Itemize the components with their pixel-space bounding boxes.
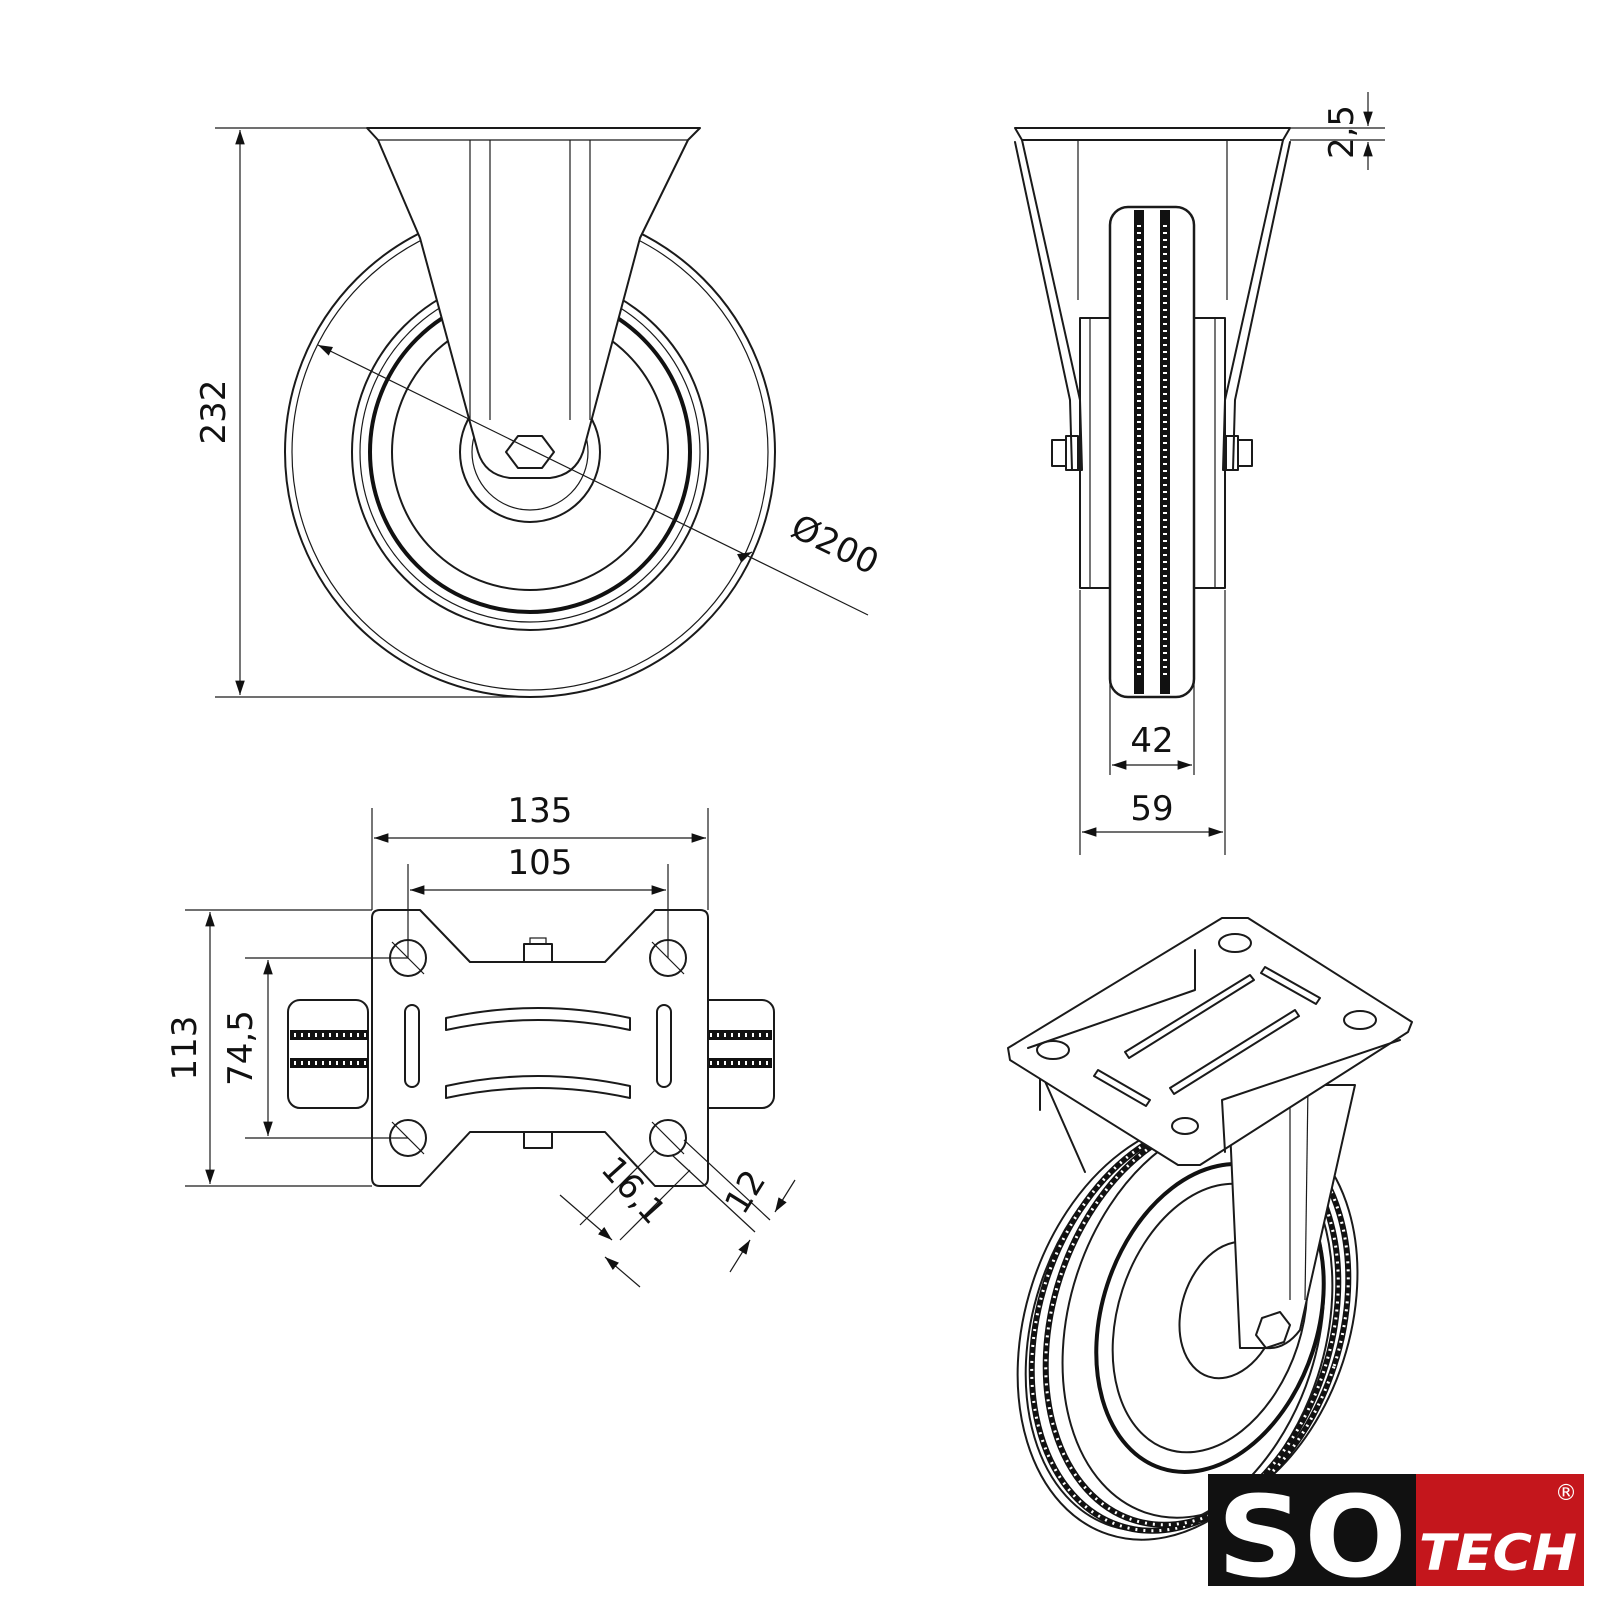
logo-so-text: SO bbox=[1217, 1473, 1407, 1600]
dim-113: 113 bbox=[165, 1016, 205, 1081]
bolt-bottom bbox=[523, 1131, 553, 1149]
axle-nut-left bbox=[1051, 439, 1067, 467]
mounting-plate-side bbox=[1014, 127, 1291, 141]
dim-12: 12 bbox=[717, 1163, 774, 1221]
side-view: 2,5 42 59 bbox=[1014, 92, 1385, 855]
logo-black-block bbox=[1208, 1474, 1416, 1586]
iso-axle-nut-icon bbox=[1255, 1311, 1291, 1349]
isometric-view bbox=[1007, 917, 1413, 1541]
dim-diameter-200: Ø200 bbox=[785, 507, 885, 583]
dim-105: 105 bbox=[508, 843, 573, 883]
mounting-plate-top bbox=[371, 909, 709, 1187]
mounting-hole bbox=[649, 1119, 687, 1157]
dim-59: 59 bbox=[1130, 789, 1173, 829]
axle-bolt-icon bbox=[505, 435, 555, 469]
logo-tech-text: TECH bbox=[1419, 1524, 1577, 1582]
fork-front bbox=[366, 127, 701, 479]
logo-red-block bbox=[1416, 1474, 1584, 1586]
iso-mounting-plate bbox=[1007, 917, 1413, 1166]
axle-nut-right bbox=[1237, 439, 1253, 467]
top-view: 135 105 113 74,5 16,1 12 bbox=[165, 791, 796, 1288]
dim-2-5: 2,5 bbox=[1322, 105, 1362, 159]
dim-74-5: 74,5 bbox=[221, 1010, 261, 1086]
tyre-side bbox=[1108, 205, 1196, 699]
front-view: 232 Ø200 bbox=[194, 127, 885, 698]
dim-232: 232 bbox=[194, 380, 234, 445]
bolt-top bbox=[523, 943, 553, 963]
dim-42: 42 bbox=[1130, 721, 1173, 761]
logo-registered-mark: ® bbox=[1555, 1481, 1577, 1506]
dim-135: 135 bbox=[508, 791, 573, 831]
sotech-logo: SO TECH ® bbox=[1208, 1473, 1584, 1600]
